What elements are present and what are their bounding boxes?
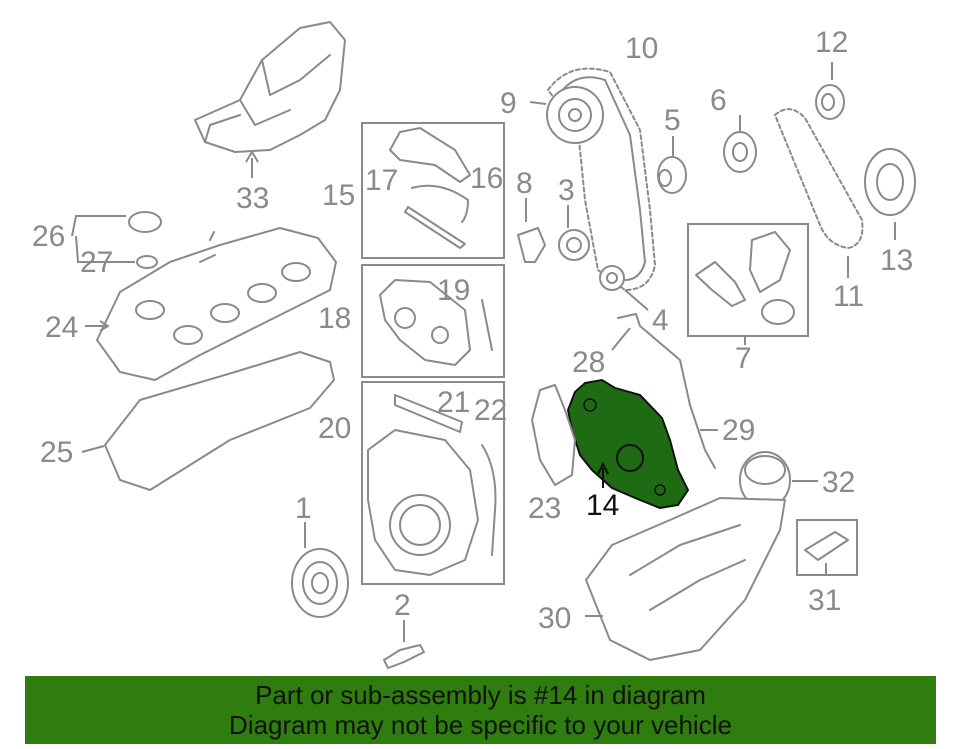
callout-6: 6 (710, 84, 727, 117)
group-box-18 (361, 264, 505, 378)
callout-21: 21 (437, 386, 470, 419)
part-2-bolt (383, 620, 425, 669)
callout-3: 3 (558, 174, 575, 207)
callout-15: 15 (322, 179, 355, 212)
part-15-upper-timing-cover (389, 127, 471, 249)
part-14-oil-pump-case (566, 378, 690, 510)
part-6-pulley (723, 115, 757, 173)
callout-4: 4 (652, 304, 669, 337)
callout-30: 30 (538, 602, 571, 635)
part-18-timing-cover (379, 279, 493, 366)
callout-32: 32 (822, 466, 855, 499)
callout-5: 5 (664, 104, 681, 137)
part-30-oil-pan (585, 497, 786, 661)
callout-22: 22 (474, 394, 507, 427)
part-20-lower-timing-cover (367, 394, 497, 576)
part-5-pulley (657, 136, 687, 194)
part-25-valve-cover-gasket (81, 351, 335, 491)
banner-line-part: Part or sub-assembly is #14 in diagram (255, 680, 706, 710)
part-28-29-dipstick (611, 313, 718, 469)
callout-28: 28 (572, 346, 605, 379)
banner-line-disclaimer: Diagram may not be specific to your vehi… (229, 710, 732, 740)
callout-31: 31 (808, 584, 841, 617)
callout-1: 1 (295, 492, 312, 525)
callout-23: 23 (528, 492, 561, 525)
callout-9: 9 (500, 87, 517, 120)
callout-12: 12 (815, 26, 848, 59)
group-box-20 (361, 381, 505, 585)
callout-14: 14 (586, 489, 619, 522)
callout-27: 27 (80, 246, 113, 279)
part-8-idler (517, 198, 546, 263)
group-box-7 (687, 223, 809, 337)
part-1-crank-pulley (291, 522, 349, 618)
callout-11: 11 (833, 280, 864, 313)
callout-16: 16 (470, 162, 503, 195)
callout-24: 24 (45, 311, 78, 344)
part-4-tensioner (599, 265, 649, 311)
callout-25: 25 (40, 436, 73, 469)
callout-29: 29 (722, 414, 755, 447)
callout-33: 33 (236, 182, 269, 215)
callout-8: 8 (516, 167, 533, 200)
callout-18: 18 (318, 302, 351, 335)
callout-7: 7 (735, 342, 752, 375)
info-banner: Part or sub-assembly is #14 in diagram D… (25, 676, 936, 744)
part-31-sealant-tube (804, 531, 849, 575)
callout-19: 19 (437, 274, 470, 307)
part-26-oil-cap (71, 211, 162, 269)
part-23-gasket (531, 384, 576, 486)
part-32-oil-filter (739, 451, 818, 509)
part-12-idler (815, 62, 845, 120)
callout-20: 20 (318, 412, 351, 445)
part-7-tensioner-assembly (695, 231, 795, 345)
callout-26: 26 (32, 220, 65, 253)
part-33-intake-manifold (194, 21, 346, 178)
callout-17: 17 (365, 164, 398, 197)
part-13-sprocket (864, 148, 916, 240)
part-11-balancer-belt (774, 108, 864, 278)
callout-2: 2 (394, 589, 411, 622)
group-box-15 (361, 122, 505, 259)
part-10-timing-belt (547, 67, 656, 291)
part-9-cam-sprocket (529, 86, 604, 144)
callout-10: 10 (625, 32, 658, 65)
part-3-crank-sprocket (558, 205, 590, 261)
part-24-valve-cover (85, 227, 337, 381)
callout-13: 13 (880, 244, 913, 277)
